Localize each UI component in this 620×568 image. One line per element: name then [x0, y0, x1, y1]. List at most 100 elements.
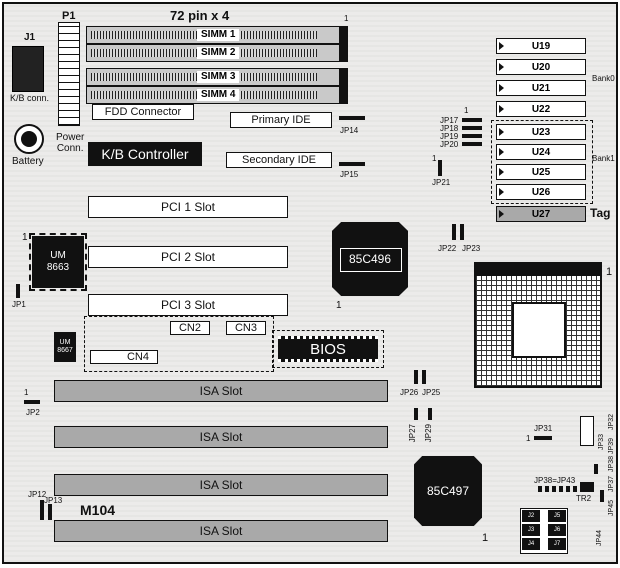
pci-slot-3: PCI 3 Slot	[88, 294, 288, 316]
jp15-label: JP15	[340, 170, 359, 179]
pci-slot-2: PCI 2 Slot	[88, 246, 288, 268]
jp43-text: JP43	[556, 476, 576, 485]
jp1-label: JP1	[12, 300, 26, 309]
jp26-jumper	[414, 370, 418, 384]
simm-1-label: SIMM 1	[197, 29, 240, 41]
u23-label: U23	[531, 126, 551, 138]
jp2-pin1: 1	[24, 388, 29, 397]
cpu-socket-pin1: 1	[606, 266, 613, 278]
jp22-label: JP22	[438, 244, 457, 253]
cpu-socket-center	[512, 302, 566, 358]
cache-chip-u22: U22	[496, 101, 586, 117]
battery-label: Battery	[12, 156, 44, 167]
cache-chip-u26: U26	[496, 184, 586, 200]
jp45-jumper	[600, 490, 604, 502]
simm-title: 72 pin x 4	[170, 8, 230, 23]
kb-conn-label: K/B conn.	[10, 93, 50, 103]
85c497-chip: 85C497	[414, 456, 482, 526]
model-label: M104	[80, 502, 116, 518]
isa-slot-2: ISA Slot	[54, 426, 388, 448]
85c496-chip: 85C496	[332, 222, 408, 296]
jp15-jumper	[339, 162, 365, 166]
cn4-connector: CN4	[90, 350, 158, 364]
bios-chip: BIOS	[278, 336, 378, 362]
j1-label: J1	[24, 32, 36, 43]
jp31-pin1: 1	[526, 434, 531, 443]
jp17-jumper	[462, 118, 482, 122]
cpu-socket-lever	[474, 262, 602, 276]
jp19-jumper	[462, 134, 482, 138]
jp20-label: JP20	[440, 140, 459, 149]
battery-core	[21, 131, 37, 147]
um8667-chip: UM 8667	[54, 332, 76, 362]
jp13-label: JP13	[44, 496, 63, 505]
jp23-jumper	[460, 224, 464, 240]
u19-label: U19	[531, 40, 551, 52]
jp33-label: JP33	[598, 434, 605, 450]
p1-label: P1	[62, 10, 76, 22]
tag-label: Tag	[590, 206, 611, 220]
power-conn-label: Power Conn.	[56, 132, 85, 154]
85c497-pin1: 1	[482, 532, 489, 544]
secondary-ide-connector: Secondary IDE	[226, 152, 332, 168]
jp17-20-pin1: 1	[464, 106, 469, 115]
jp37-jumper	[594, 464, 598, 474]
jp17-label: JP17	[440, 116, 459, 125]
cache-chip-u23: U23	[496, 124, 586, 140]
j4-chip: J4	[522, 538, 540, 550]
u26-label: U26	[531, 186, 551, 198]
jp27-label: JP27	[408, 424, 417, 443]
kb-controller-chip: K/B Controller	[88, 142, 202, 166]
simm-slot-1: SIMM 1	[86, 26, 348, 44]
cn2-connector: CN2	[170, 321, 210, 335]
jp12-label: JP12	[28, 490, 47, 499]
jp38-43-jumpers	[538, 486, 578, 492]
simm-3-label: SIMM 3	[197, 71, 240, 83]
jp18-jumper	[462, 126, 482, 130]
simm-slot-4: SIMM 4	[86, 86, 348, 104]
bank0-label: Bank0	[592, 74, 615, 83]
j6-chip: J6	[548, 524, 566, 536]
jp25-jumper	[422, 370, 426, 384]
jp26-label: JP26	[400, 388, 419, 397]
jp31-label: JP31	[534, 424, 553, 433]
jp14-jumper	[339, 116, 365, 120]
jp31-jumper	[534, 436, 552, 440]
jp21-pin1: 1	[432, 154, 437, 163]
jp25-label: JP25	[422, 388, 441, 397]
j3-chip: J3	[522, 524, 540, 536]
cache-chip-u25: U25	[496, 164, 586, 180]
jp18-label: JP18	[440, 124, 459, 133]
jp21-label: JP21	[432, 178, 451, 187]
jp29-label: JP29	[424, 424, 433, 443]
tr2-component	[580, 482, 594, 492]
bank1-label: Bank1	[592, 154, 615, 163]
isa-slot-1: ISA Slot	[54, 380, 388, 402]
jp38-text: JP38	[534, 476, 553, 485]
j2-chip: J2	[522, 510, 540, 522]
isa-slot-4: ISA Slot	[54, 520, 388, 542]
jp19-label: JP19	[440, 132, 459, 141]
cpu-socket	[474, 262, 602, 388]
jp14-label: JP14	[340, 126, 359, 135]
jp13-jumper	[48, 504, 52, 520]
simm-2-label: SIMM 2	[197, 47, 240, 59]
jp29-jumper	[428, 408, 432, 420]
jp21-jumper	[438, 160, 442, 176]
tag-chip-u27: U27	[496, 206, 586, 222]
jp1-jumper	[16, 284, 20, 298]
cn-area-outline	[84, 316, 274, 372]
jp12-jumper	[40, 500, 44, 520]
jp38-label: JP38	[608, 456, 615, 472]
cache-chip-u19: U19	[496, 38, 586, 54]
jp27-jumper	[414, 408, 418, 420]
simm-slot-2: SIMM 2	[86, 44, 348, 62]
jp38-jp43-label: JP38=JP43	[534, 476, 576, 485]
jp22-jumper	[452, 224, 456, 240]
battery-icon	[14, 124, 44, 154]
pci-slot-1: PCI 1 Slot	[88, 196, 288, 218]
u25-label: U25	[531, 166, 551, 178]
jp20-jumper	[462, 142, 482, 146]
fdd-connector: FDD Connector	[92, 104, 194, 120]
jp32-label: JP32	[608, 414, 615, 430]
